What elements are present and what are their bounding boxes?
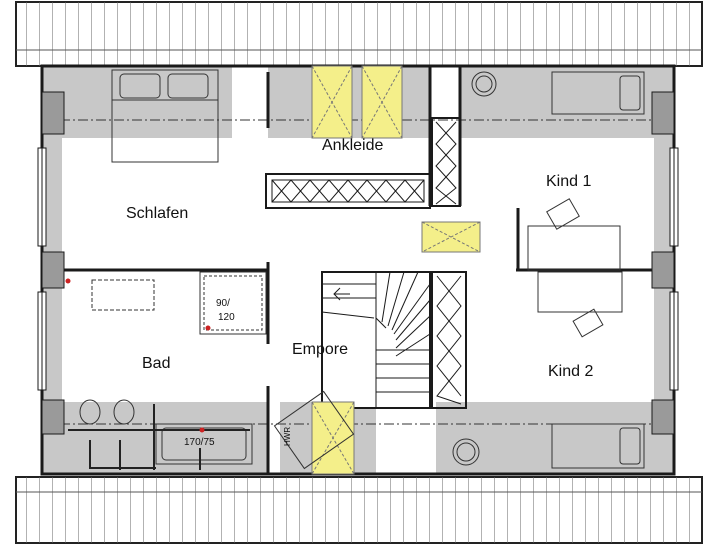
desk-kind2 bbox=[537, 271, 623, 338]
roof-overhang-bottom bbox=[15, 476, 703, 544]
roof-overhang-top bbox=[15, 1, 703, 67]
bathtub-size-label: 170/75 bbox=[184, 437, 215, 448]
hwr-unit bbox=[273, 390, 355, 470]
bed-schlafen bbox=[111, 69, 219, 163]
room-label-bad: Bad bbox=[142, 355, 170, 372]
desk-kind1 bbox=[527, 198, 621, 271]
railing-ankleide bbox=[265, 173, 431, 209]
bath-fixtures bbox=[68, 271, 267, 470]
room-label-kind1: Kind 1 bbox=[546, 173, 591, 190]
railing-vertical-upper bbox=[431, 117, 461, 207]
staircase bbox=[321, 271, 431, 409]
room-label-ankleide: Ankleide bbox=[322, 137, 383, 154]
wall-pillars bbox=[41, 91, 675, 435]
shower-size-label-line2: 120 bbox=[218, 312, 235, 323]
room-label-kind2: Kind 2 bbox=[548, 363, 593, 380]
skylights bbox=[311, 65, 481, 475]
red-markers bbox=[65, 278, 211, 433]
railing-stair bbox=[431, 271, 467, 409]
side-windows bbox=[37, 147, 679, 391]
room-label-empore: Empore bbox=[292, 341, 348, 358]
hwr-label: HWR bbox=[283, 427, 292, 446]
room-label-schlafen: Schlafen bbox=[126, 205, 188, 222]
shower-size-label-line1: 90/ bbox=[216, 298, 230, 309]
bed-kind2 bbox=[452, 423, 645, 469]
bed-kind1 bbox=[471, 71, 645, 115]
